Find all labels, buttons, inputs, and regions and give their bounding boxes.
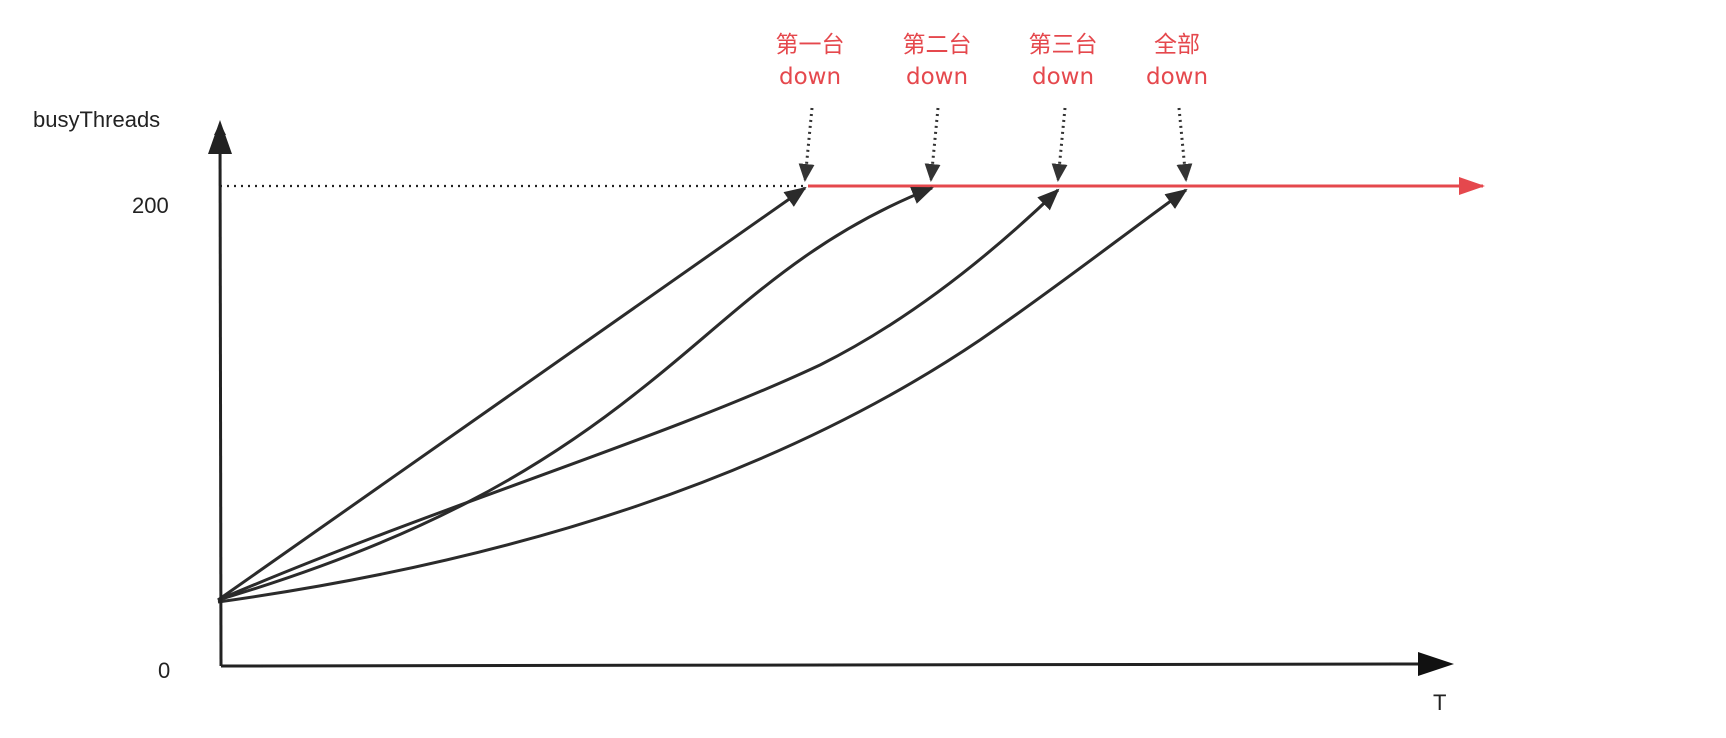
- annotation-3-line2: down: [1032, 64, 1094, 90]
- growth-curve-3: [217, 188, 1060, 602]
- annotation-4-line2: down: [1146, 64, 1208, 90]
- annotation-4-line1: 全部: [1154, 32, 1200, 58]
- x-axis-label: T: [1433, 690, 1446, 715]
- pointer-arrow-1: [798, 107, 815, 182]
- x-axis-arrowhead: [1418, 652, 1454, 676]
- y-tick-200: 200: [132, 193, 169, 218]
- annotation-1-line2: down: [779, 64, 841, 90]
- growth-curve-2: [217, 186, 934, 602]
- pointer-arrow-3: [1051, 107, 1068, 182]
- annotation-2-line2: down: [906, 64, 968, 90]
- y-axis-label: busyThreads: [33, 107, 160, 132]
- annotation-2-line1: 第二台: [903, 32, 972, 58]
- pointer-arrow-4: [1176, 107, 1193, 182]
- annotation-1-line1: 第一台: [776, 32, 845, 58]
- y-axis: [214, 123, 227, 667]
- annotation-3-line1: 第三台: [1029, 32, 1098, 58]
- x-axis: [220, 662, 1421, 668]
- y-tick-0: 0: [158, 658, 170, 683]
- growth-curve-1: [217, 186, 807, 602]
- y-axis-arrowhead: [208, 120, 232, 154]
- pointer-arrow-2: [924, 107, 941, 182]
- growth-curve-4: [217, 188, 1188, 604]
